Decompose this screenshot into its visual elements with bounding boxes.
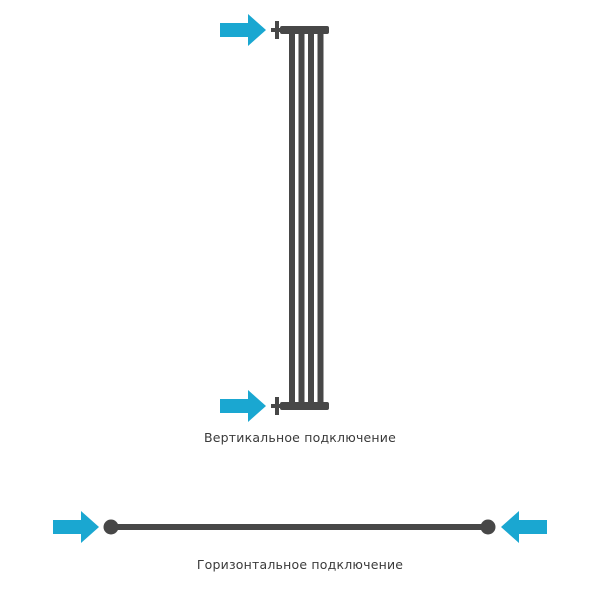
pipe-right-end-cap — [480, 519, 496, 535]
arrow-left-icon — [501, 511, 547, 543]
radiator-top-fitting — [275, 21, 279, 39]
horizontal-pipe — [111, 524, 488, 530]
radiator-bottom-fitting — [275, 397, 279, 415]
vertical-radiator — [271, 21, 329, 415]
vertical-connection-diagram — [220, 14, 329, 422]
radiator-tube-2 — [298, 30, 305, 406]
arrow-right-icon — [220, 390, 266, 422]
arrow-right-icon — [220, 14, 266, 46]
horizontal-connection-diagram — [53, 511, 547, 543]
arrow-right-icon — [53, 511, 99, 543]
pipe-left-end-cap — [103, 519, 119, 535]
vertical-connection-caption: Вертикальное подключение — [203, 430, 397, 445]
radiator-tube-4 — [317, 30, 324, 406]
horizontal-connection-caption: Горизонтальное подключение — [196, 557, 404, 572]
radiator-tube-3 — [308, 30, 314, 406]
radiator-tube-1 — [289, 30, 295, 406]
